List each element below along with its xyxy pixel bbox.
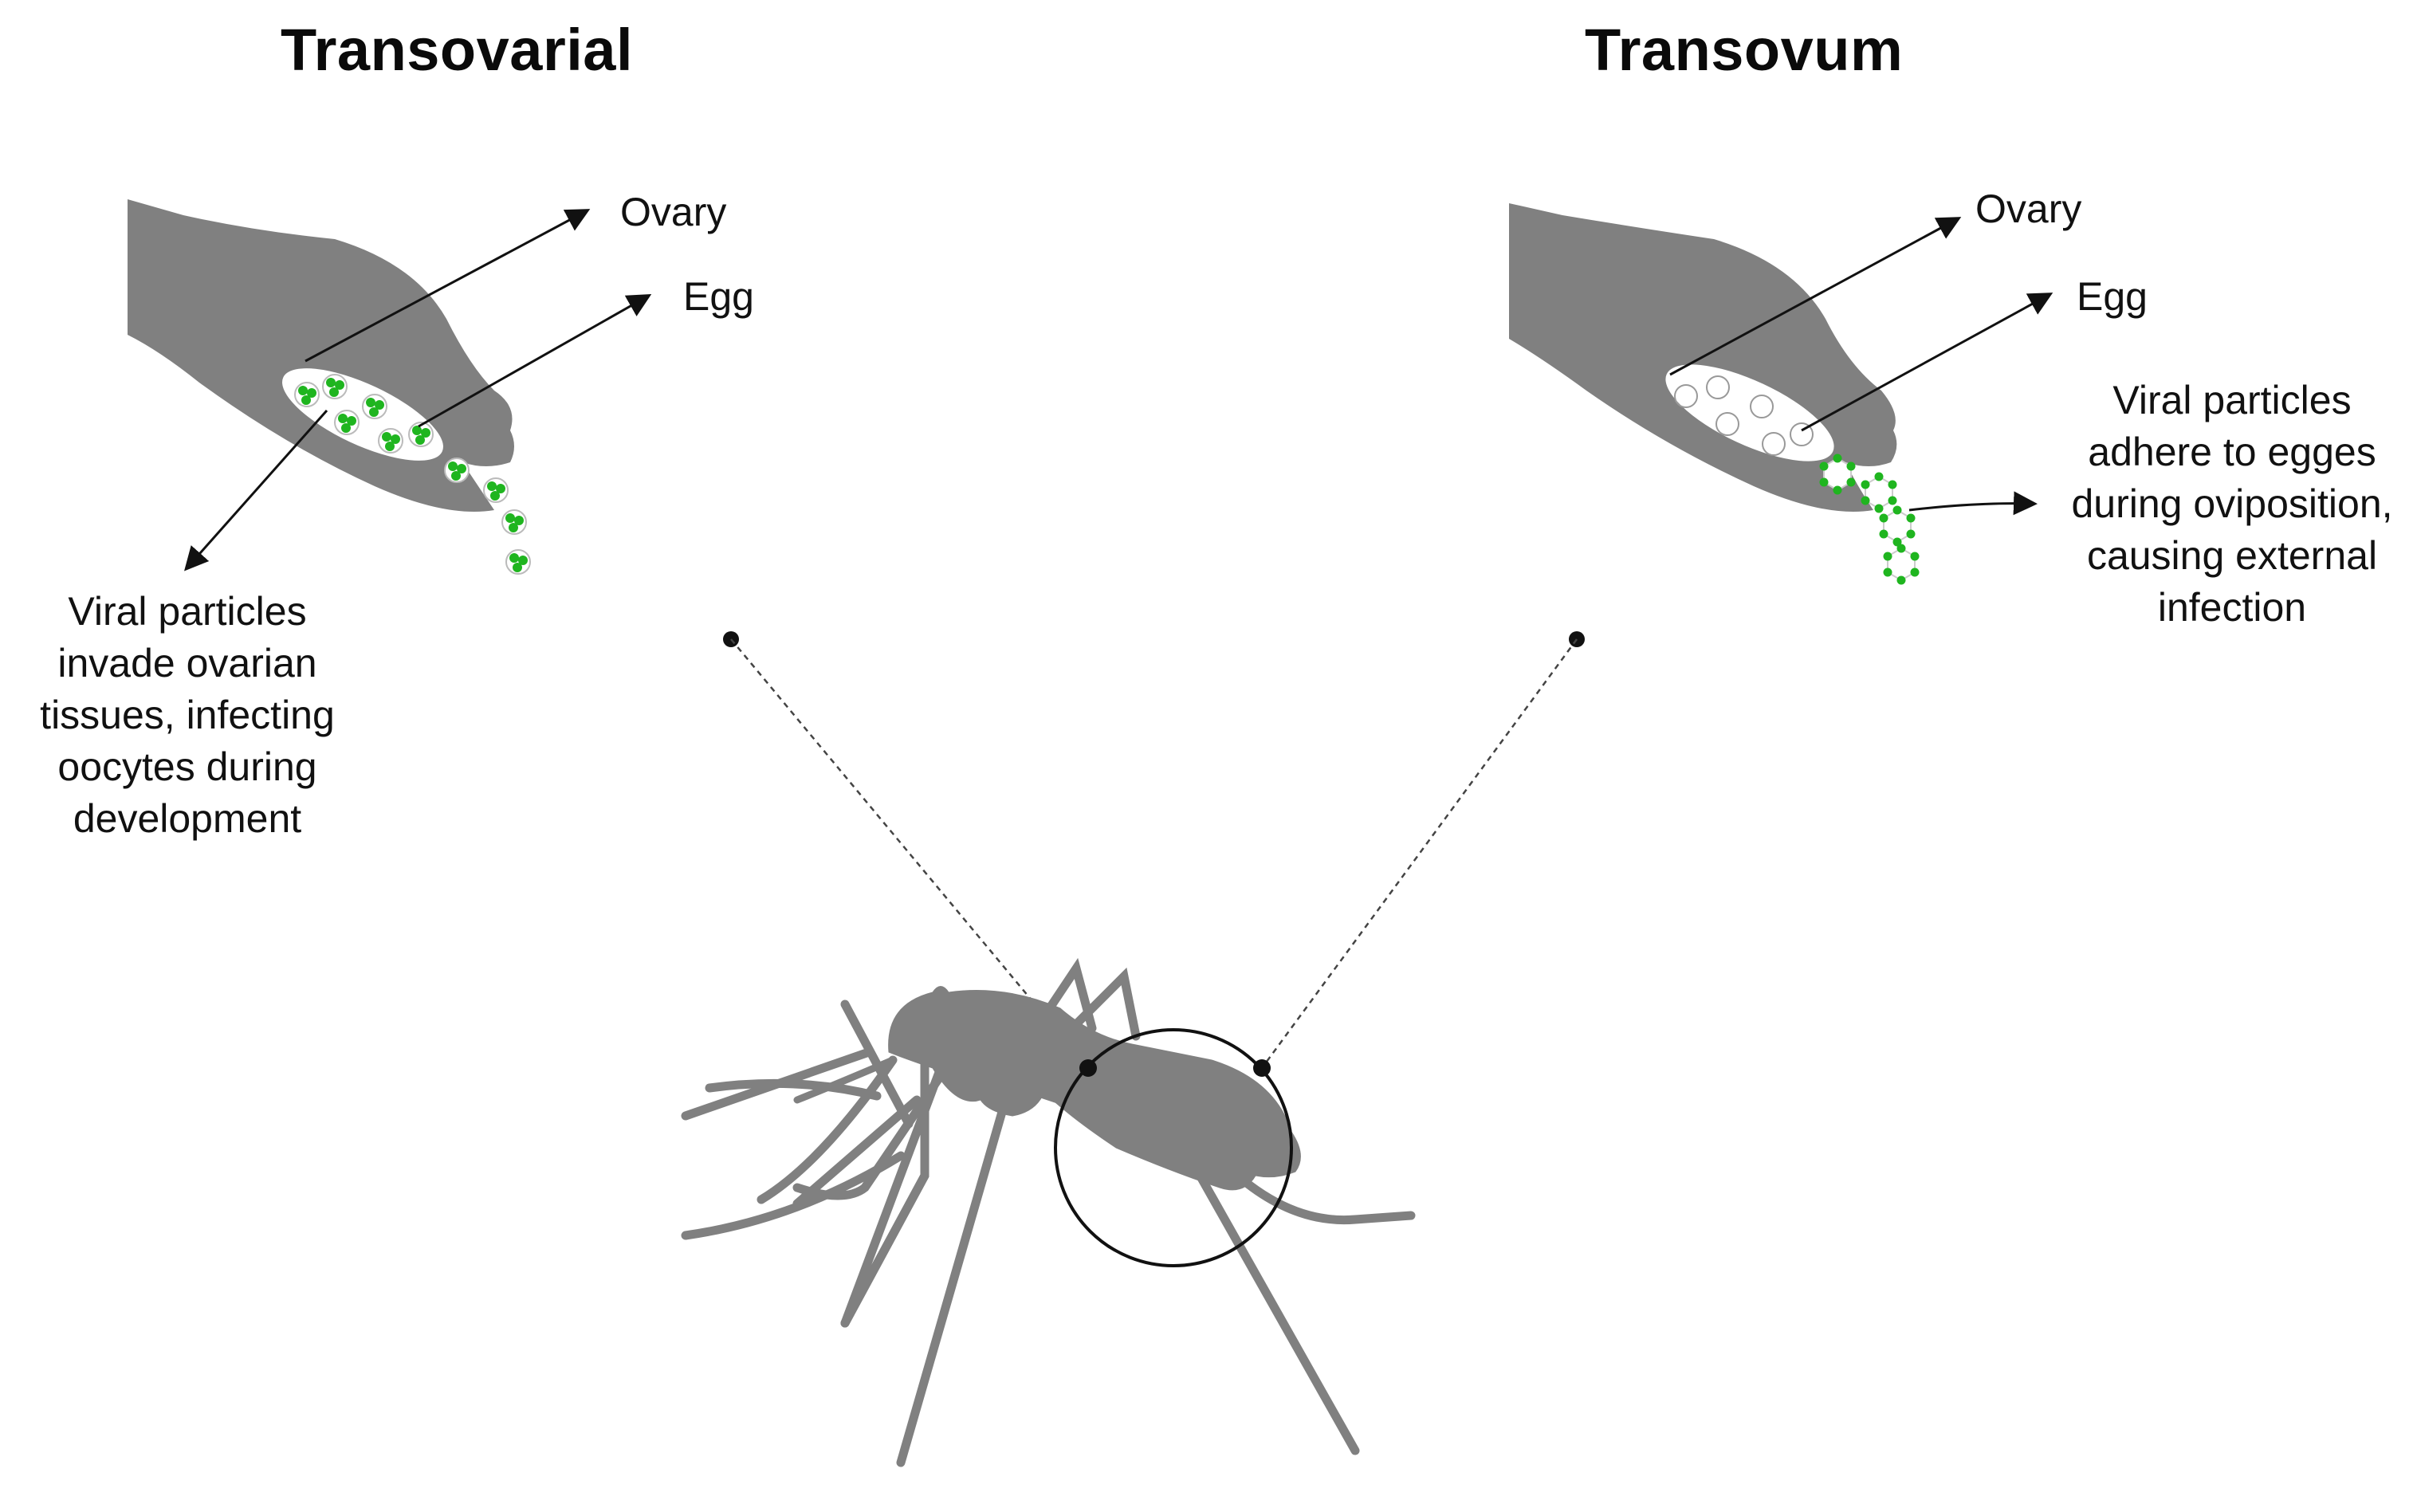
right-caption: Viral particles adhere to egges during o… [2071, 378, 2393, 630]
right-egg-pointer [1801, 293, 2053, 432]
left-ovary-label: Ovary [620, 190, 727, 234]
left-panel-title: Transovarial [281, 17, 634, 83]
left-egg-label: Egg [683, 274, 754, 319]
right-abdomen-illustration [1509, 203, 1920, 586]
right-egg-label: Egg [2077, 274, 2148, 319]
zoom-connectors [723, 631, 1585, 1069]
right-ovary-pointer [1669, 217, 1962, 376]
right-panel-title: Transovum [1585, 17, 1904, 83]
zoom-circle-indicator [1054, 1028, 1293, 1267]
left-abdomen-illustration [128, 199, 531, 575]
left-ovary-pointer [305, 209, 591, 363]
left-ovary-cavity [282, 368, 443, 461]
left-caption-pointer [184, 410, 328, 571]
left-caption: Viral particles invade ovarian tissues, … [40, 589, 335, 841]
mosquito-silhouette-icon [681, 957, 1416, 1467]
zoom-circle-right-dot [1253, 1059, 1271, 1077]
zoom-circle-left-dot [1079, 1059, 1097, 1077]
right-ovary-label: Ovary [1975, 187, 2082, 231]
left-egg-pointer [418, 294, 652, 428]
right-ovary-cavity [1665, 364, 1834, 461]
right-caption-pointer [1908, 491, 2038, 516]
